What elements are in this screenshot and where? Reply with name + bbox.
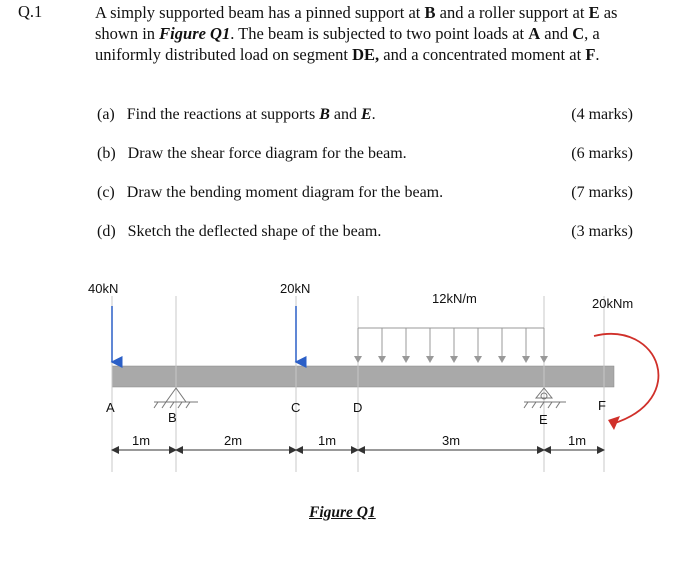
part-c: (c) Draw the bending moment diagram for … bbox=[97, 184, 444, 201]
dim-label-ab: 1m bbox=[132, 433, 151, 448]
part-d-marks: (3 marks) bbox=[571, 223, 633, 240]
part-c-marks: (7 marks) bbox=[571, 184, 633, 201]
point-label-e: E bbox=[539, 412, 548, 427]
part-d: (d) Sketch the deflected shape of the be… bbox=[97, 223, 382, 240]
point-label-c: C bbox=[291, 400, 301, 415]
dim-label-de: 3m bbox=[442, 433, 461, 448]
part-b: (b) Draw the shear force diagram for the… bbox=[97, 145, 407, 162]
dim-label-ef: 1m bbox=[568, 433, 587, 448]
dim-label-bc: 2m bbox=[224, 433, 243, 448]
udl-arrowheads bbox=[354, 356, 548, 363]
point-label-d: D bbox=[353, 400, 363, 415]
question-number: Q.1 bbox=[18, 2, 43, 21]
pin-support-b bbox=[153, 387, 198, 409]
moment-arc-f bbox=[593, 333, 660, 425]
point-label-f: F bbox=[598, 398, 606, 413]
dim-label-cd: 1m bbox=[318, 433, 337, 448]
moment-label: 20kNm bbox=[592, 296, 634, 311]
moment-arrowhead-f bbox=[608, 416, 620, 430]
part-a: (a) Find the reactions at supports B and… bbox=[97, 106, 376, 123]
load-label-c: 20kN bbox=[280, 281, 311, 296]
udl-label: 12kN/m bbox=[432, 291, 477, 306]
figure-caption: Figure Q1 bbox=[309, 504, 376, 521]
point-label-a: A bbox=[106, 400, 115, 415]
beam bbox=[111, 365, 615, 388]
load-label-a: 40kN bbox=[88, 281, 119, 296]
part-b-marks: (6 marks) bbox=[571, 145, 633, 162]
part-a-marks: (4 marks) bbox=[571, 106, 633, 123]
point-label-b: B bbox=[168, 410, 177, 425]
question-text: A simply supported beam has a pinned sup… bbox=[95, 3, 618, 64]
roller-support-e bbox=[523, 387, 566, 409]
